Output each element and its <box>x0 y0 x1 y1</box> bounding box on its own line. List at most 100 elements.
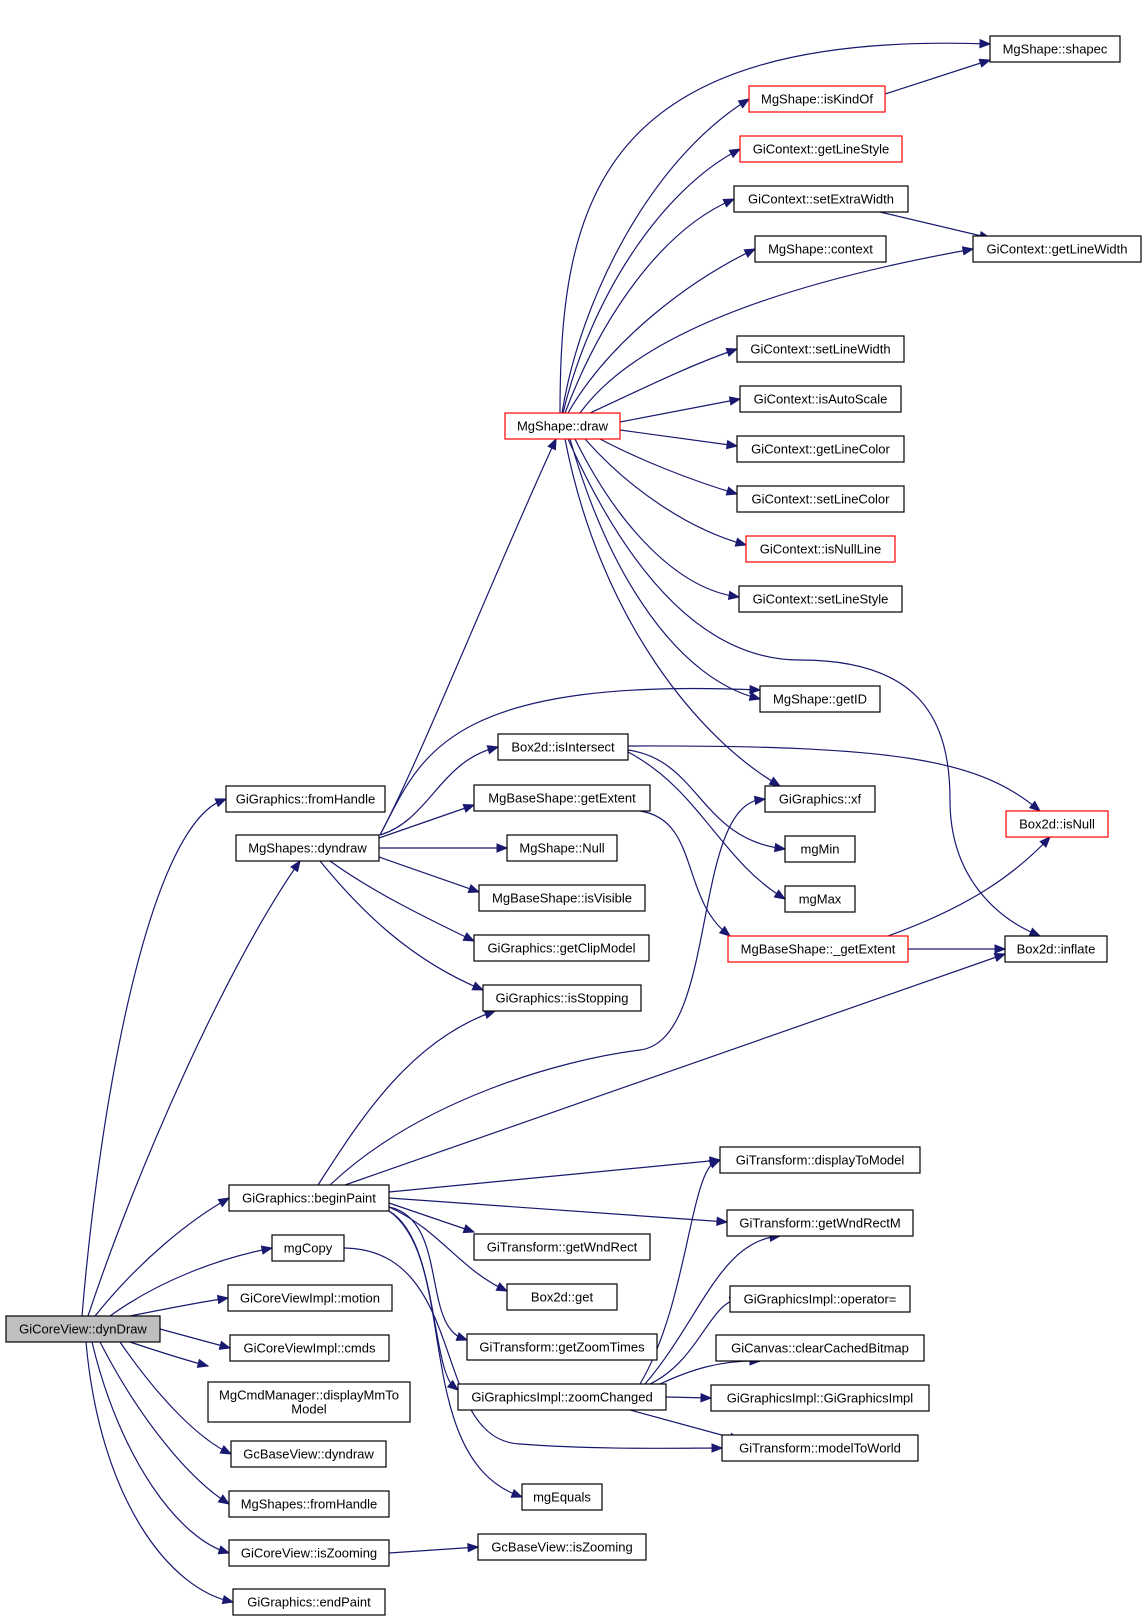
edge-arrowhead <box>768 776 782 787</box>
node-label: GiContext::getLineColor <box>751 442 890 457</box>
node-box <box>230 1440 387 1468</box>
node-label: GiCoreView::isZooming <box>241 1546 377 1561</box>
node-zoomChanged[interactable]: GiGraphicsImpl::zoomChanged <box>457 1383 667 1411</box>
node-setLineWidth[interactable]: GiContext::setLineWidth <box>736 335 905 363</box>
node-getClipModel[interactable]: GiGraphics::getClipModel <box>473 934 650 962</box>
node-box <box>506 834 618 862</box>
node-box <box>235 834 380 862</box>
edge-root-to-fromHandleSh <box>99 1341 231 1505</box>
node-label: GiGraphics::endPaint <box>247 1595 371 1610</box>
edge-arrowhead <box>748 691 762 701</box>
node-shapec[interactable]: MgShape::shapec <box>989 35 1121 63</box>
node-endPaint[interactable]: GiGraphics::endPaint <box>232 1588 386 1616</box>
node-setLineColor[interactable]: GiContext::setLineColor <box>736 485 905 513</box>
node-label: MgShapes::dyndraw <box>248 841 367 856</box>
edge-dyndrawShapes-to-box2dIsIntersect <box>379 745 500 836</box>
node-label: GiContext::getLineWidth <box>987 242 1128 257</box>
edge-line <box>87 860 301 1317</box>
node-label: GiTransform::getWndRect <box>487 1240 638 1255</box>
node-setExtraWidth[interactable]: GiContext::setExtraWidth <box>733 185 909 213</box>
node-getExtent[interactable]: MgBaseShape::getExtent <box>473 784 651 812</box>
node-label: Box2d::isIntersect <box>511 740 615 755</box>
node-getID[interactable]: MgShape::getID <box>759 685 881 713</box>
node-box <box>228 1184 390 1212</box>
edge-arrowhead <box>725 439 739 450</box>
edge-line <box>564 198 735 414</box>
node-getWndRect[interactable]: GiTransform::getWndRect <box>473 1233 651 1261</box>
node-clearCachedBitmap[interactable]: GiCanvas::clearCachedBitmap <box>715 1334 925 1362</box>
node-inflate[interactable]: Box2d::inflate <box>1004 935 1108 963</box>
edge-arrowhead <box>462 932 476 942</box>
node-getWndRectM[interactable]: GiTransform::getWndRectM <box>726 1209 914 1237</box>
node-setLineStyle[interactable]: GiContext::setLineStyle <box>738 585 903 613</box>
edge-line <box>378 804 475 839</box>
node-ctorImpl[interactable]: GiGraphicsImpl::GiGraphicsImpl <box>710 1384 930 1412</box>
node-motion[interactable]: GiCoreViewImpl::motion <box>227 1284 393 1312</box>
edge-line <box>81 798 227 1317</box>
node-mgMax[interactable]: mgMax <box>784 885 856 913</box>
node-box2dIsIntersect[interactable]: Box2d::isIntersect <box>497 733 629 761</box>
edge-line <box>887 836 1051 937</box>
node-isKindOf[interactable]: MgShape::isKindOf <box>748 85 886 113</box>
node-shapeNull[interactable]: MgShape::Null <box>506 834 618 862</box>
node-getLineStyle[interactable]: GiContext::getLineStyle <box>739 135 903 163</box>
node-mgMin[interactable]: mgMin <box>784 835 856 863</box>
node-label: GiTransform::getWndRectM <box>739 1216 900 1231</box>
node-fromHandleGr[interactable]: GiGraphics::fromHandle <box>225 785 386 813</box>
node-beginPaint[interactable]: GiGraphics::beginPaint <box>228 1184 390 1212</box>
edge-arrowhead <box>773 842 787 853</box>
node-box <box>473 1233 651 1261</box>
node-gcDyndraw[interactable]: GcBaseView::dyndraw <box>230 1440 387 1468</box>
node-operatorAssign[interactable]: GiGraphicsImpl::operator= <box>729 1285 911 1313</box>
node-getZoomTimes[interactable]: GiTransform::getZoomTimes <box>466 1333 658 1361</box>
edge-shapeDraw-to-isKindOf <box>561 98 751 414</box>
node-box <box>764 785 876 813</box>
edge-line <box>388 1206 508 1292</box>
node-mgEquals[interactable]: mgEquals <box>521 1483 603 1511</box>
edge-line <box>564 438 781 787</box>
edge-line <box>91 1341 230 1554</box>
node-box <box>228 1490 390 1518</box>
edge-root-to-fromHandleGr <box>81 798 228 1317</box>
node-box <box>715 1334 925 1362</box>
node-box <box>482 984 642 1012</box>
edge-arrowhead <box>217 1197 231 1208</box>
edge-arrowhead <box>700 1393 713 1403</box>
node-privGetExtent[interactable]: MgBaseShape::_getExtent <box>727 935 909 963</box>
edge-arrowhead <box>217 1494 231 1505</box>
node-displayToModel[interactable]: GiTransform::displayToModel <box>719 1146 921 1174</box>
node-shapeDraw[interactable]: MgShape::draw <box>504 412 621 440</box>
node-root[interactable]: GiCoreView::dynDraw <box>5 1315 161 1343</box>
node-cmds[interactable]: GiCoreViewImpl::cmds <box>229 1334 390 1362</box>
node-mgCopy[interactable]: mgCopy <box>271 1234 345 1262</box>
node-modelToWorld[interactable]: GiTransform::modelToWorld <box>721 1434 919 1462</box>
edge-line <box>388 1206 468 1341</box>
function-nodes: GiCoreView::dynDraw GiGraphics::fromHandl… <box>5 35 1142 1616</box>
edge-shapeDraw-to-getLineWidth <box>579 246 975 414</box>
node-box2dGet[interactable]: Box2d::get <box>506 1283 618 1311</box>
edge-arrowhead <box>455 1331 469 1341</box>
node-box2dIsNull[interactable]: Box2d::isNull <box>1005 810 1109 838</box>
node-isZoomingCore[interactable]: GiCoreView::isZooming <box>228 1539 390 1567</box>
node-isNullLine[interactable]: GiContext::isNullLine <box>745 535 896 563</box>
node-label: MgShape::isKindOf <box>761 92 873 107</box>
node-getLineColor[interactable]: GiContext::getLineColor <box>736 435 905 463</box>
node-xf[interactable]: GiGraphics::xf <box>764 785 876 813</box>
node-label: MgBaseShape::getExtent <box>488 791 636 806</box>
edge-line <box>94 1197 230 1317</box>
node-isVisible[interactable]: MgBaseShape::isVisible <box>478 884 646 912</box>
node-fromHandleSh[interactable]: MgShapes::fromHandle <box>228 1490 390 1518</box>
edge-shapeDraw-to-context <box>567 248 757 414</box>
node-context[interactable]: MgShape::context <box>754 235 887 263</box>
edge-arrowhead <box>708 1159 722 1169</box>
node-getLineWidth[interactable]: GiContext::getLineWidth <box>972 235 1142 263</box>
node-label: GiGraphics::getClipModel <box>487 941 635 956</box>
node-label: MgShape::context <box>768 242 873 257</box>
node-gcIsZooming[interactable]: GcBaseView::isZooming <box>477 1533 647 1561</box>
edge-privGetExtent-to-box2dIsNull <box>887 836 1051 937</box>
node-isStopping[interactable]: GiGraphics::isStopping <box>482 984 642 1012</box>
node-isAutoScale[interactable]: GiContext::isAutoScale <box>739 385 902 413</box>
node-dyndrawShapes[interactable]: MgShapes::dyndraw <box>235 834 380 862</box>
